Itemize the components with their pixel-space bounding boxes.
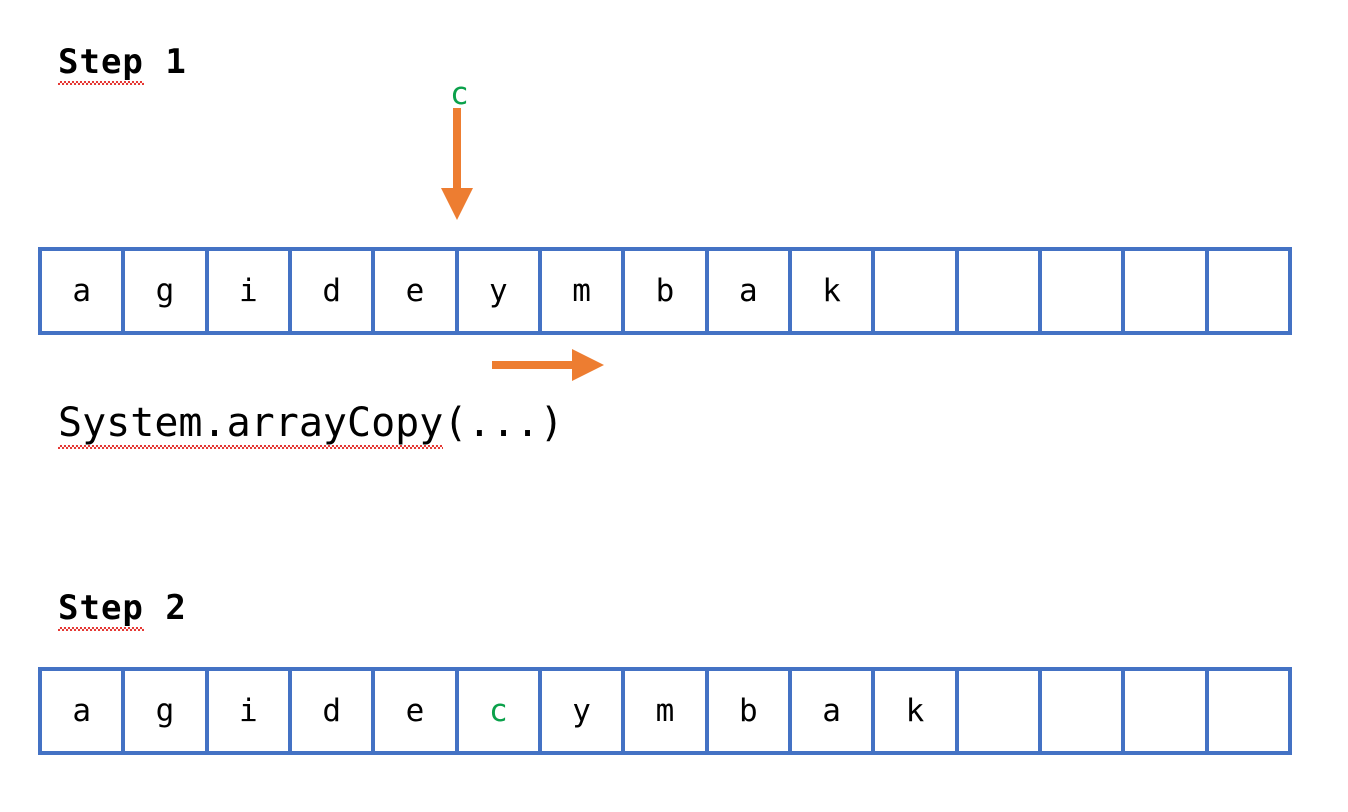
array-cell[interactable]: a <box>42 251 126 331</box>
array-cell[interactable]: b <box>708 671 792 751</box>
array-cell[interactable] <box>958 671 1042 751</box>
array-copy-method-name: System.arrayCopy <box>58 400 444 449</box>
step-2-heading: Step 2 <box>58 588 187 631</box>
array-cell[interactable]: b <box>625 251 709 331</box>
array-cell[interactable]: g <box>125 251 209 331</box>
array-cell[interactable]: k <box>791 251 876 331</box>
array-cell[interactable] <box>875 251 959 331</box>
step-2-heading-number: 2 <box>165 588 187 628</box>
array-cell[interactable]: e <box>375 251 459 331</box>
array-cell[interactable] <box>1125 251 1209 331</box>
array-cell[interactable]: k <box>875 671 959 751</box>
array-cell[interactable]: a <box>791 671 876 751</box>
insert-value-label: c <box>450 76 469 112</box>
array-cell[interactable]: i <box>208 671 292 751</box>
array-cell[interactable] <box>1041 251 1126 331</box>
step-1-heading-number: 1 <box>165 42 187 82</box>
array-cell[interactable] <box>1041 671 1126 751</box>
step-1-heading: Step 1 <box>58 42 187 85</box>
array-cell[interactable]: m <box>541 251 626 331</box>
array-cell[interactable] <box>958 251 1042 331</box>
array-step-1: a g i d e y m b a k <box>38 247 1292 335</box>
array-cell[interactable]: e <box>375 671 459 751</box>
array-cell[interactable]: d <box>291 251 376 331</box>
step-1-heading-word: Step <box>58 42 144 85</box>
array-cell[interactable]: d <box>291 671 376 751</box>
array-cell[interactable]: y <box>541 671 626 751</box>
array-cell[interactable] <box>1208 671 1288 751</box>
array-cell[interactable] <box>1125 671 1209 751</box>
arrow-down-icon <box>440 108 474 224</box>
array-cell-inserted[interactable]: c <box>458 671 542 751</box>
array-step-2: a g i d e c y m b a k <box>38 667 1292 755</box>
array-copy-caption: System.arrayCopy(...) <box>58 400 564 449</box>
array-copy-args: (...) <box>443 400 564 446</box>
array-cell[interactable]: a <box>708 251 792 331</box>
arrow-right-icon <box>492 348 604 386</box>
array-cell[interactable] <box>1208 251 1288 331</box>
step-2-heading-word: Step <box>58 588 144 631</box>
array-cell[interactable]: y <box>458 251 542 331</box>
array-cell[interactable]: i <box>208 251 292 331</box>
array-cell[interactable]: a <box>42 671 126 751</box>
array-cell[interactable]: g <box>125 671 209 751</box>
array-cell[interactable]: m <box>625 671 709 751</box>
